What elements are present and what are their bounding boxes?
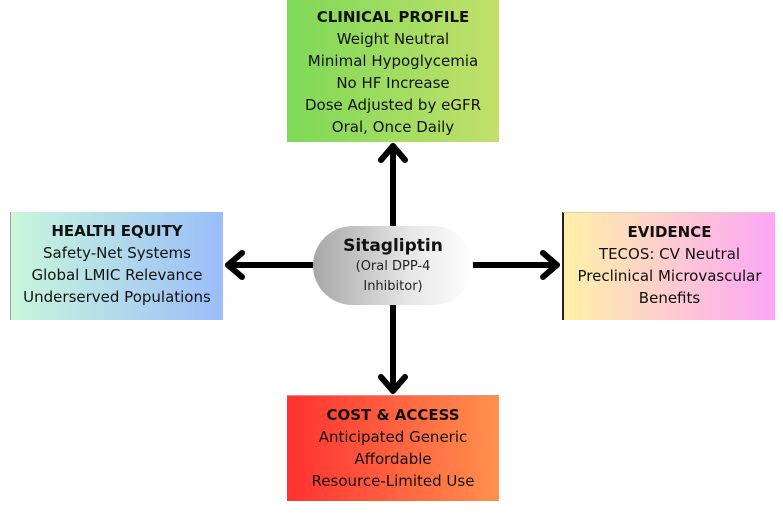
health-equity-item: Global LMIC Relevance <box>31 266 203 284</box>
clinical-profile-item: Dose Adjusted by eGFR <box>304 96 481 114</box>
cost-access-title: COST & ACCESS <box>326 406 460 424</box>
arrow-down <box>378 302 408 394</box>
evidence-box: EVIDENCE TECOS: CV Neutral Preclinical M… <box>562 212 775 320</box>
health-equity-box: HEALTH EQUITY Safety-Net Systems Global … <box>10 212 223 320</box>
cost-access-box: COST & ACCESS Anticipated Generic Afford… <box>287 395 499 501</box>
clinical-profile-box: CLINICAL PROFILE Weight Neutral Minimal … <box>287 0 499 142</box>
cost-access-item: Resource-Limited Use <box>311 472 475 490</box>
evidence-title: EVIDENCE <box>627 223 712 241</box>
drug-class-line: (Oral DPP-4 <box>355 258 431 274</box>
drug-name: Sitagliptin <box>343 235 443 256</box>
health-equity-item: Underserved Populations <box>23 288 211 306</box>
central-drug-node: Sitagliptin (Oral DPP-4 Inhibitor) <box>313 226 473 305</box>
clinical-profile-item: Weight Neutral <box>336 30 450 48</box>
clinical-profile-item: No HF Increase <box>336 74 450 92</box>
clinical-profile-item: Oral, Once Daily <box>331 118 455 136</box>
evidence-item: Benefits <box>638 289 701 307</box>
arrow-up <box>378 143 408 229</box>
evidence-item: TECOS: CV Neutral <box>598 245 741 263</box>
cost-access-item: Affordable <box>354 450 432 468</box>
drug-class-line: Inhibitor) <box>363 278 423 294</box>
clinical-profile-item: Minimal Hypoglycemia <box>307 52 479 70</box>
health-equity-title: HEALTH EQUITY <box>51 222 183 240</box>
clinical-profile-title: CLINICAL PROFILE <box>316 8 470 26</box>
arrow-left <box>225 250 316 280</box>
cost-access-item: Anticipated Generic <box>318 428 468 446</box>
health-equity-item: Safety-Net Systems <box>43 244 191 262</box>
evidence-item: Preclinical Microvascular <box>577 267 762 285</box>
arrow-right <box>470 250 560 280</box>
